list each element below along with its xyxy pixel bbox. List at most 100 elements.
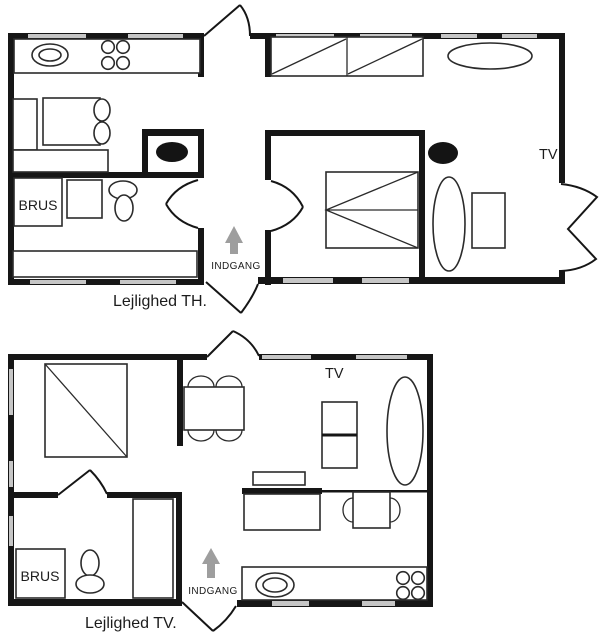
- chair: [187, 429, 215, 442]
- entrance-arrow-icon: [202, 548, 220, 578]
- window: [272, 601, 309, 606]
- oval-table: [447, 42, 533, 70]
- chair: [389, 497, 401, 523]
- pillow: [93, 121, 111, 145]
- wall-bedroom-right: [419, 130, 425, 284]
- oval-rug: [432, 176, 466, 272]
- wardrobe: [270, 36, 424, 77]
- wall-bathroom-top-left: [8, 492, 58, 498]
- wall-bottom-left: [8, 279, 204, 285]
- double-bed-bedroom: [324, 171, 419, 249]
- window: [362, 601, 395, 606]
- wall-top-right: [259, 354, 433, 360]
- wall-stoveroom-top: [142, 129, 204, 136]
- window: [362, 278, 409, 283]
- furniture: [12, 36, 533, 278]
- shower-cabin: [13, 177, 63, 227]
- wall-stoveroom-right: [198, 129, 204, 178]
- side-table: [471, 192, 506, 249]
- desk: [243, 493, 321, 531]
- wall-bottom-left: [8, 599, 182, 606]
- wall-bottom-right: [237, 600, 433, 607]
- shelf: [252, 471, 306, 486]
- small-table-with-chairs: [342, 491, 401, 529]
- window: [9, 516, 13, 546]
- wood-stove-living: [428, 142, 458, 164]
- tv-label: TV: [325, 366, 344, 382]
- sink-inner: [38, 48, 62, 62]
- sink-inner: [262, 577, 288, 593]
- toilet: [75, 549, 105, 594]
- furniture: [15, 363, 428, 601]
- wall-wardrobe-end: [265, 35, 271, 77]
- dining-table-with-chairs: [183, 375, 245, 442]
- wall-hall-left-lower: [198, 228, 204, 285]
- window: [356, 355, 407, 359]
- windows: [9, 355, 407, 606]
- toilet-tank: [75, 574, 105, 594]
- wall-interior-vertical: [177, 358, 183, 446]
- french-doors-right: [560, 183, 599, 272]
- apartment-th-plan: BRUS TV INDGANG Lejlighed TH.: [8, 4, 599, 314]
- toilet-bowl: [114, 194, 134, 222]
- wall-stoveroom-left: [142, 129, 148, 178]
- double-bed-left-unit: [42, 97, 111, 146]
- tv-label: TV: [539, 147, 558, 163]
- windows: [28, 34, 537, 284]
- double-door-left-unit: [165, 179, 199, 229]
- bench-long: [12, 250, 198, 278]
- door-top: [206, 330, 260, 358]
- tv-stand: [321, 401, 358, 469]
- wall-top-left: [8, 33, 204, 39]
- entrance-label: INDGANG: [188, 586, 237, 597]
- wall-kitchen-thick: [242, 488, 322, 494]
- bench: [12, 149, 109, 173]
- wall-top-left: [8, 354, 207, 360]
- toilet: [108, 180, 138, 222]
- window: [9, 461, 13, 487]
- shower-label: BRUS: [21, 568, 60, 584]
- window: [9, 369, 13, 415]
- pillow: [93, 98, 111, 122]
- hob-burners: [100, 39, 131, 71]
- apartment-tv-plan: BRUS TV INDGANG Lejlighed TV.: [8, 330, 433, 632]
- wall-bathroom-top-right: [107, 492, 182, 498]
- double-bed: [44, 363, 128, 458]
- wall-right: [427, 354, 433, 607]
- chair: [215, 429, 243, 442]
- wall-left: [8, 33, 14, 285]
- window: [360, 34, 412, 38]
- wall-bedroom-left-upper: [265, 130, 271, 180]
- chair: [215, 375, 243, 388]
- double-door-living-room: [270, 180, 304, 232]
- entry-door-top: [203, 4, 251, 37]
- wall-bedroom-top: [265, 130, 425, 136]
- wood-stove: [156, 142, 188, 162]
- chair: [342, 497, 354, 523]
- tall-cabinet: [132, 498, 174, 599]
- window: [276, 34, 334, 38]
- shower-cabin: [15, 548, 66, 599]
- window: [30, 280, 86, 284]
- wall-right-upper: [559, 33, 565, 183]
- window: [28, 34, 86, 38]
- wall-bottom-right: [258, 277, 565, 284]
- window: [120, 280, 176, 284]
- doors: [165, 4, 599, 314]
- hob-burners: [395, 570, 426, 601]
- wall-bathroom-top: [8, 172, 204, 178]
- entrance-arrow-icon: [225, 226, 243, 254]
- chair: [187, 375, 215, 388]
- toilet-bowl: [80, 549, 100, 577]
- window: [283, 278, 333, 283]
- wall-kitchen-end: [198, 33, 204, 77]
- entry-door-bottom: [205, 281, 259, 314]
- apartment-th-caption: Lejlighed TH.: [113, 293, 207, 310]
- door-bathroom: [57, 469, 108, 496]
- window: [441, 34, 477, 38]
- wall-bathroom-right: [176, 497, 182, 600]
- apartment-tv-caption: Lejlighed TV.: [85, 615, 177, 632]
- window: [502, 34, 537, 38]
